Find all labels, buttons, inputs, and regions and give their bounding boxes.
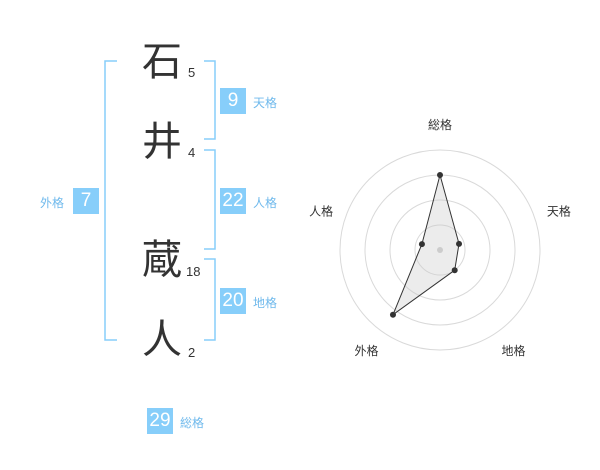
- radar-ring-1: [414, 224, 466, 276]
- jinkaku-value: 22: [220, 188, 246, 214]
- radar-point-4: [418, 241, 425, 248]
- radar-center-dot: [437, 247, 443, 253]
- soukaku-value: 29: [147, 408, 173, 434]
- stroke-count-4: 2: [188, 345, 196, 360]
- gaikaku-value: 7: [73, 188, 99, 214]
- radar-polygon: [391, 173, 460, 317]
- radar-ring-4: [339, 149, 541, 351]
- tenkaku-label: 天格: [253, 96, 278, 110]
- name-char-1: 石: [142, 39, 182, 85]
- radar-axis-label-2: 地格: [501, 343, 525, 358]
- stroke-count-1: 5: [188, 65, 196, 80]
- gaikaku-label: 外格: [40, 196, 65, 210]
- jinkaku-bracket: [204, 149, 216, 250]
- soukaku-label: 総格: [180, 416, 205, 430]
- radar-axis-label-0: 総格: [428, 117, 452, 132]
- radar-axis-label-3: 外格: [354, 343, 378, 358]
- chikaku-value: 20: [220, 288, 246, 314]
- tenkaku-value: 9: [220, 88, 246, 114]
- radar-point-0: [437, 172, 443, 178]
- stroke-count-3: 18: [186, 264, 201, 279]
- name-char-3: 蔵: [142, 237, 182, 283]
- radar-axis-label-4: 人格: [309, 203, 333, 218]
- chikaku-bracket: [204, 258, 216, 341]
- radar-point-1: [456, 240, 463, 247]
- radar-point-3: [389, 311, 396, 318]
- chikaku-label: 地格: [253, 296, 278, 310]
- jinkaku-label: 人格: [253, 196, 278, 210]
- tenkaku-bracket: [204, 60, 216, 140]
- name-char-4: 人: [142, 317, 182, 363]
- gaikaku-bracket: [104, 60, 117, 341]
- radar-point-2: [451, 267, 458, 274]
- stroke-count-2: 4: [188, 145, 196, 160]
- name-char-2: 井: [142, 119, 182, 165]
- radar-ring-2: [389, 199, 491, 301]
- radar-axis-label-1: 天格: [547, 203, 571, 218]
